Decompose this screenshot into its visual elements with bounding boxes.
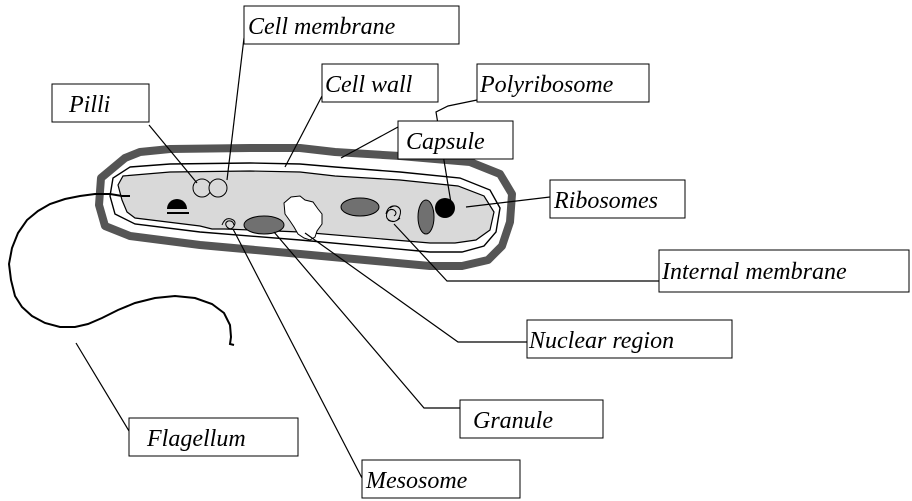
svg-text:Internal membrane: Internal membrane: [661, 259, 847, 285]
label-ribosomes: Ribosomes: [550, 180, 685, 218]
svg-text:Cell wall: Cell wall: [325, 72, 413, 98]
label-granule: Granule: [460, 400, 603, 438]
granule: [244, 216, 284, 234]
svg-text:Flagellum: Flagellum: [146, 426, 246, 452]
svg-text:Polyribosome: Polyribosome: [479, 72, 614, 98]
svg-text:Ribosomes: Ribosomes: [553, 188, 658, 214]
svg-text:Granule: Granule: [473, 408, 553, 434]
label-cell-wall: Cell wall: [322, 64, 438, 102]
label-mesosome: Mesosome: [362, 460, 520, 498]
label-flagellum: Flagellum: [129, 418, 298, 456]
label-capsule: Capsule: [398, 121, 513, 159]
label-cell-membrane: Cell membrane: [244, 6, 459, 44]
label-nuclear-region: Nuclear region: [527, 320, 732, 358]
vertical-granule: [418, 200, 434, 234]
leader-cell-wall: [285, 96, 322, 167]
svg-text:Mesosome: Mesosome: [365, 468, 468, 494]
leader-cell-membrane: [227, 38, 244, 180]
central-granule: [341, 198, 379, 216]
label-polyribosome: Polyribosome: [477, 64, 649, 102]
pilli-circle-2: [209, 179, 227, 197]
svg-text:Cell membrane: Cell membrane: [248, 14, 396, 40]
svg-text:Nuclear region: Nuclear region: [528, 328, 674, 354]
label-pilli: Pilli: [52, 84, 149, 122]
label-internal-membrane: Internal membrane: [659, 250, 909, 292]
svg-text:Capsule: Capsule: [406, 129, 485, 155]
leader-flagellum: [76, 343, 129, 431]
svg-text:Pilli: Pilli: [68, 92, 110, 118]
